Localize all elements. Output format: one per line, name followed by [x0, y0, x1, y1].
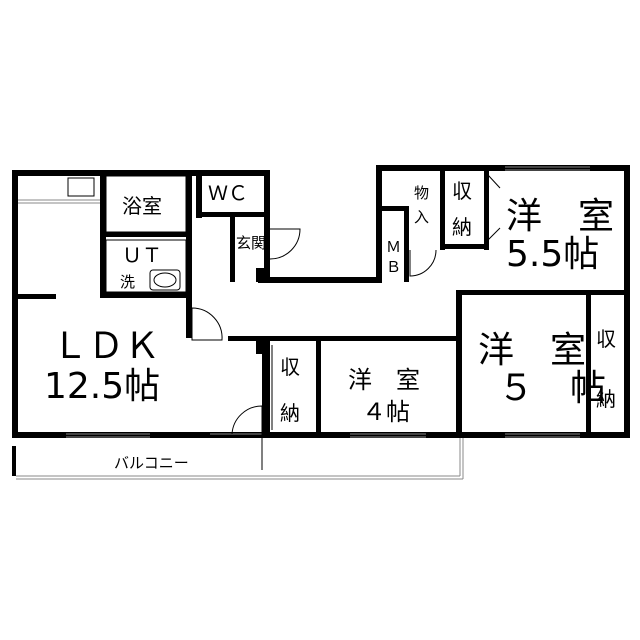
fixtures	[67, 175, 187, 293]
western-4-size: ４帖	[362, 398, 410, 426]
balcony-outline	[12, 438, 464, 480]
mb-label-2: Ｂ	[386, 258, 401, 276]
storage-b-label-1: 収	[280, 355, 300, 379]
balcony-label: バルコニー	[114, 454, 189, 472]
ldk-name: ＬＤＫ	[52, 326, 160, 367]
western-55-name: 洋 室	[506, 196, 614, 237]
storage-c-label-2: 納	[596, 387, 616, 411]
washbasin-icon	[153, 272, 177, 288]
mb-label-1: Ｍ	[386, 238, 401, 256]
labels: ＬＤＫ 12.5帖 浴室 ＷＣ ＵＴ 洗 玄関 物 入 Ｍ Ｂ 収 納 収 納 …	[44, 179, 616, 472]
ut-label: ＵＴ	[122, 243, 162, 267]
bath-label: 浴室	[122, 194, 162, 218]
windows	[18, 166, 590, 438]
storage-entry-label-2: 入	[414, 208, 429, 226]
wash-label: 洗	[120, 273, 135, 291]
storage-entry-label-1: 物	[414, 184, 429, 202]
entrance-label: 玄関	[236, 234, 266, 252]
sink-icon	[67, 177, 95, 197]
wc-label: ＷＣ	[208, 181, 248, 205]
western-55-size: 5.5帖	[506, 234, 599, 275]
ldk-size: 12.5帖	[44, 366, 160, 407]
western-5-size: ５ 帖	[498, 368, 606, 409]
storage-a-label-2: 納	[452, 215, 472, 239]
storage-a-label-1: 収	[452, 179, 472, 203]
western-5-name: 洋 室	[478, 330, 586, 371]
doors	[191, 174, 589, 470]
storage-b-label-2: 納	[280, 401, 300, 425]
storage-c-label-1: 収	[596, 327, 616, 351]
western-4-name: 洋 室	[348, 366, 420, 394]
